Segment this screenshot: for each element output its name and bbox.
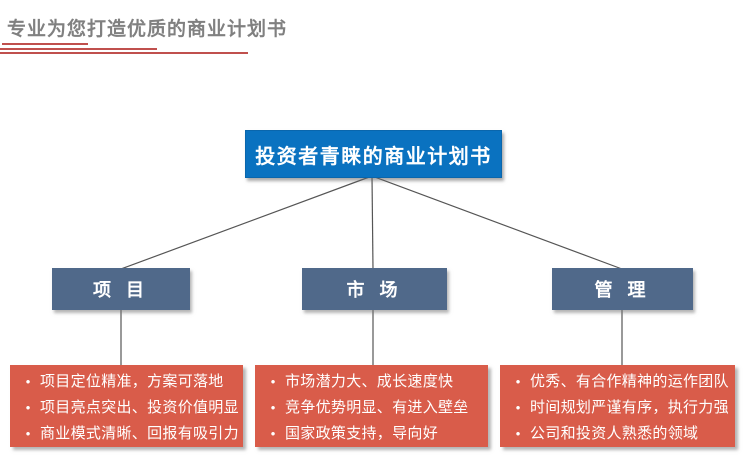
point-text: 商业模式清晰、回报有吸引力 bbox=[40, 425, 239, 442]
title-underline-medium bbox=[0, 48, 157, 50]
list-item: • 公司和投资人熟悉的领域 bbox=[506, 421, 731, 447]
connector-line bbox=[371, 175, 623, 270]
branch-label: 项 目 bbox=[92, 280, 149, 300]
list-item: • 项目亮点突出、投资价值明显 bbox=[16, 395, 239, 421]
bullet-icon: • bbox=[270, 374, 276, 389]
list-item: • 竞争优势明显、有进入壁垒 bbox=[261, 395, 484, 421]
branch-box-project: 项 目 bbox=[52, 268, 190, 310]
detail-box-management: • 优秀、有合作精神的运作团队 • 时间规划严谨有序，执行力强 • 公司和投资人… bbox=[500, 365, 735, 447]
list-item: • 优秀、有合作精神的运作团队 bbox=[506, 369, 731, 395]
connector-line bbox=[371, 175, 374, 270]
point-text: 项目定位精准，方案可落地 bbox=[40, 373, 224, 390]
list-item: • 国家政策支持，导向好 bbox=[261, 421, 484, 447]
bullet-icon: • bbox=[515, 400, 521, 415]
point-text: 公司和投资人熟悉的领域 bbox=[530, 425, 699, 442]
bullet-icon: • bbox=[25, 426, 31, 441]
title-underline-short bbox=[2, 43, 88, 45]
list-item: • 商业模式清晰、回报有吸引力 bbox=[16, 421, 239, 447]
root-node-business-plan: 投资者青睐的商业计划书 bbox=[245, 130, 502, 178]
point-text: 优秀、有合作精神的运作团队 bbox=[530, 373, 729, 390]
root-node-label: 投资者青睐的商业计划书 bbox=[255, 145, 492, 168]
bullet-icon: • bbox=[270, 426, 276, 441]
point-text: 竞争优势明显、有进入壁垒 bbox=[285, 399, 469, 416]
bullet-icon: • bbox=[515, 374, 521, 389]
page-title: 专业为您打造优质的商业计划书 bbox=[7, 19, 288, 40]
point-text: 市场潜力大、成长速度快 bbox=[285, 373, 454, 390]
bullet-icon: • bbox=[515, 426, 521, 441]
list-item: • 时间规划严谨有序，执行力强 bbox=[506, 395, 731, 421]
detail-box-market: • 市场潜力大、成长速度快 • 竞争优势明显、有进入壁垒 • 国家政策支持，导向… bbox=[255, 365, 488, 447]
title-underline-long bbox=[0, 52, 248, 54]
bullet-icon: • bbox=[25, 374, 31, 389]
connector-line bbox=[120, 175, 373, 270]
point-text: 国家政策支持，导向好 bbox=[285, 425, 439, 442]
point-text: 时间规划严谨有序，执行力强 bbox=[530, 399, 729, 416]
bullet-icon: • bbox=[25, 400, 31, 415]
list-item: • 项目定位精准，方案可落地 bbox=[16, 369, 239, 395]
point-text: 项目亮点突出、投资价值明显 bbox=[40, 399, 239, 416]
list-item: • 市场潜力大、成长速度快 bbox=[261, 369, 484, 395]
bullet-icon: • bbox=[270, 400, 276, 415]
branch-box-market: 市 场 bbox=[302, 268, 447, 310]
branch-label: 市 场 bbox=[346, 280, 403, 300]
branch-label: 管 理 bbox=[594, 280, 651, 300]
detail-box-project: • 项目定位精准，方案可落地 • 项目亮点突出、投资价值明显 • 商业模式清晰、… bbox=[10, 365, 243, 447]
branch-box-management: 管 理 bbox=[552, 268, 693, 310]
